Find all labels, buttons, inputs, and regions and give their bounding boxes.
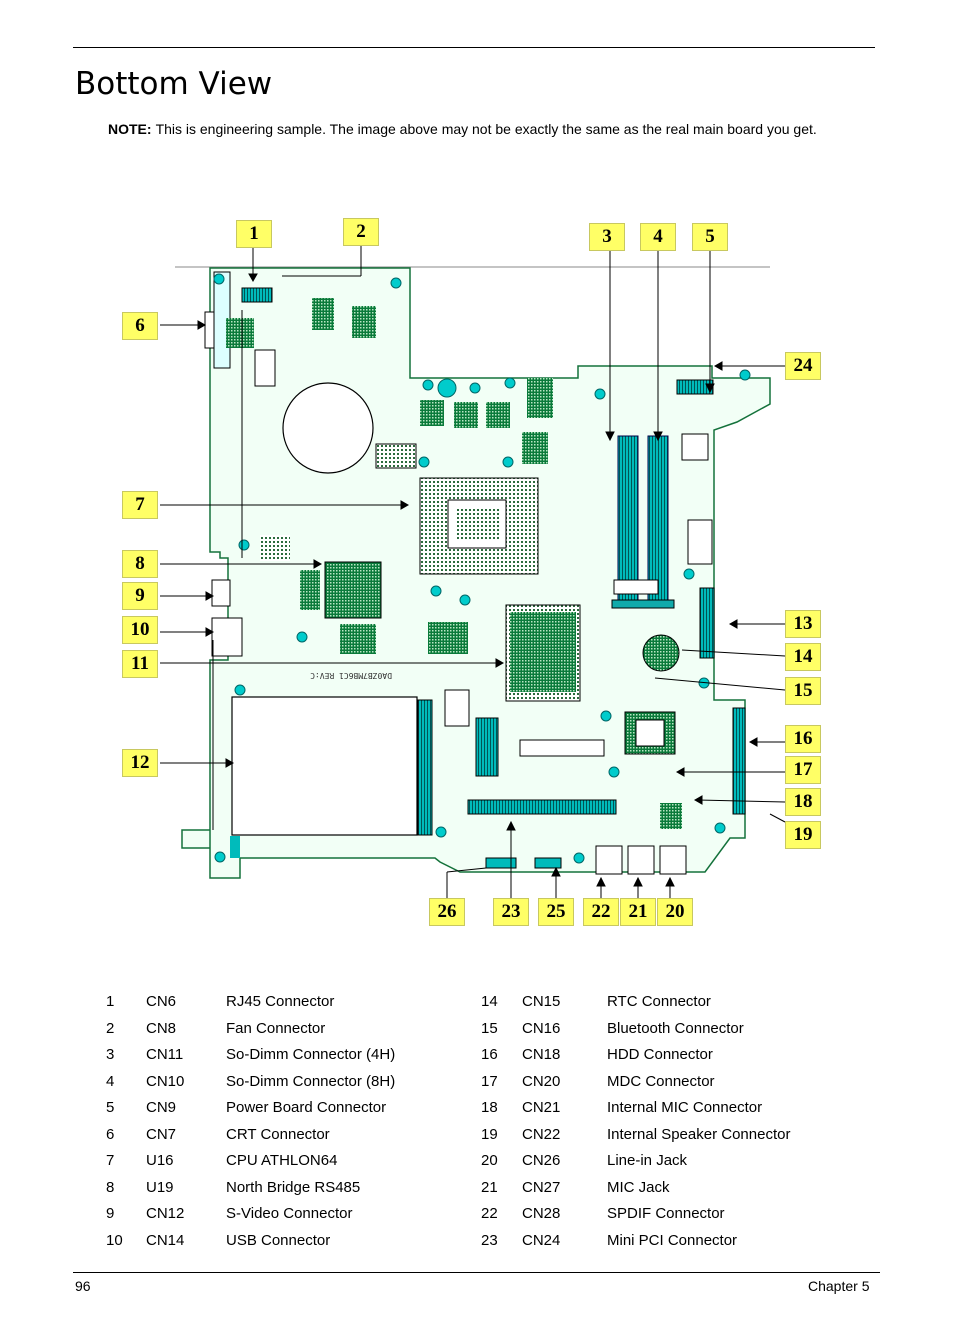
callout-18: 18: [785, 788, 821, 816]
board-silkscreen: DA0ZB7MB6C1 REV:C: [310, 671, 392, 680]
callout-15: 15: [785, 677, 821, 705]
callout-13: 13: [785, 610, 821, 638]
callout-25: 25: [538, 898, 574, 926]
callout-26: 26: [429, 898, 465, 926]
note: NOTE:This is engineering sample. The ima…: [108, 119, 926, 139]
callout-22: 22: [583, 898, 619, 926]
note-label: NOTE:: [108, 121, 152, 137]
callout-3: 3: [589, 223, 625, 251]
callout-4: 4: [640, 223, 676, 251]
callout-16: 16: [785, 725, 821, 753]
callout-12: 12: [122, 749, 158, 777]
callout-19: 19: [785, 821, 821, 849]
callout-14: 14: [785, 643, 821, 671]
callout-9: 9: [122, 582, 158, 610]
callout-7: 7: [122, 491, 158, 519]
callout-8: 8: [122, 550, 158, 578]
page-title: Bottom View: [75, 66, 273, 102]
callout-1: 1: [236, 220, 272, 248]
callout-5: 5: [692, 223, 728, 251]
callout-6: 6: [122, 312, 158, 340]
callout-2: 2: [343, 218, 379, 246]
callout-10: 10: [122, 616, 158, 644]
callout-24: 24: [785, 352, 821, 380]
note-text: This is engineering sample. The image ab…: [155, 121, 817, 137]
callout-20: 20: [657, 898, 693, 926]
callout-17: 17: [785, 756, 821, 784]
callout-11: 11: [122, 650, 158, 678]
bottom-rule: [73, 1272, 880, 1273]
top-rule: [73, 47, 875, 48]
callout-21: 21: [620, 898, 656, 926]
motherboard-diagram: DA0ZB7MB6C1 REV:C: [160, 246, 786, 898]
page-number: 96: [75, 1278, 91, 1294]
callout-23: 23: [493, 898, 529, 926]
chapter-label: Chapter 5: [808, 1278, 870, 1294]
